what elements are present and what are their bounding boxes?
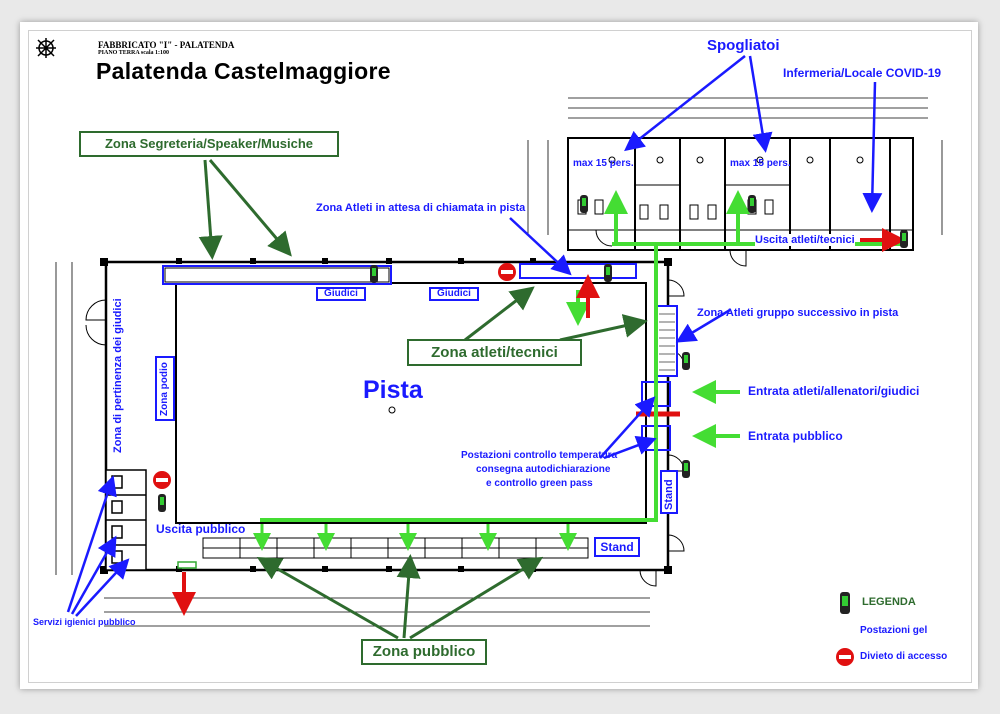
label-entrata-atleti: Entrata atleti/allenatori/giudici [748,384,920,398]
label-atleti-attesa: Zona Atleti in attesa di chiamata in pis… [316,202,526,214]
next-group-area [656,305,678,377]
label-postazioni-1: Postazioni controllo temperatura [461,450,618,461]
title-line-2: PIANO TERRA scala 1:100 [98,50,170,56]
drawing-frame [28,30,972,683]
label-zona-atleti-successivo: Zona Atleti gruppo successivo in pista [697,307,899,319]
label-postazioni-2: consegna autodichiarazione [476,464,611,475]
legend-title: LEGENDA [862,596,916,608]
label-giudici-1: Giudici [316,287,366,301]
label-pista: Pista [363,376,423,404]
changing-rooms-building [567,137,914,251]
green-pointer-arrows [198,159,648,640]
exit-arrows [172,228,906,616]
label-zona-podio: Zona podio [159,362,170,416]
label-zona-segreteria: Zona Segreteria/Speaker/Musiche [79,131,339,157]
label-max-15-a: max 15 pers. [573,158,634,169]
label-entrata-pubblico: Entrata pubblico [748,429,843,443]
label-zona-pubblico: Zona pubblico [361,639,487,665]
legend-divieto: Divieto di accesso [860,651,948,662]
blue-pointer-arrows [66,55,883,617]
center-mark [388,406,396,414]
label-pertinenza-giudici: Zona di pertinenza dei giudici [112,298,124,453]
segreteria-table [162,265,392,285]
label-servizi: Servizi igienici pubblico [33,617,136,627]
waiting-athletes-area [519,263,637,279]
title-line-1: FABBRICATO "I" - PALATENDA [98,40,235,50]
label-max-15-b: max 15 pers. [730,158,791,169]
label-uscita-atleti: Uscita atleti/tecnici [755,234,855,246]
compass-icon [36,38,56,58]
next-group-hatch [659,313,675,371]
zona-podio-box: Zona podio [155,356,175,421]
public-toilets [105,469,147,571]
label-stand-vertical: Stand [663,479,675,510]
label-spogliatoi: Spogliatoi [707,37,780,54]
label-postazioni-3: e controllo green pass [486,478,593,489]
label-giudici-2: Giudici [429,287,479,301]
structural-columns [100,258,672,574]
label-stand-horizontal: Stand [594,537,640,557]
stand-vertical-box: Stand [660,470,678,514]
label-zona-atleti-tecnici: Zona atleti/tecnici [407,339,582,366]
exit-sign [177,561,197,569]
legend-gel: Postazioni gel [860,625,928,636]
toilet-fixtures [577,156,864,220]
gel-station-icon [158,195,908,614]
label-infermeria: Infermeria/Locale COVID-19 [783,66,942,80]
page-title: Palatenda Castelmaggiore [96,58,391,84]
label-uscita-pubblico: Uscita pubblico [156,522,246,536]
no-entry-sign-icon [153,263,854,666]
